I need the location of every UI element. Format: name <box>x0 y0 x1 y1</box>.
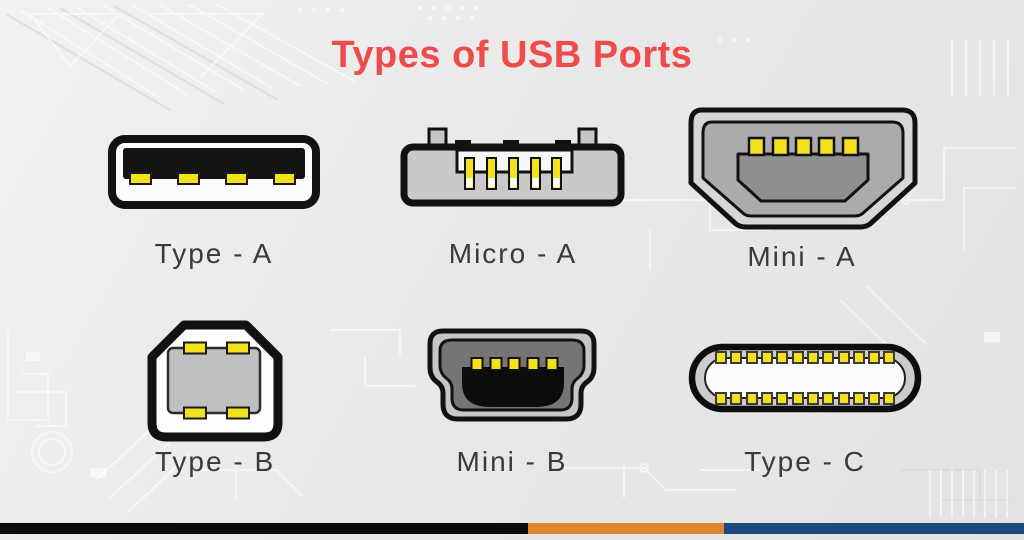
connector-label-micro-a: Micro - A <box>448 238 578 269</box>
footer-segment-blue <box>724 523 1024 534</box>
footer-segment-orange <box>528 523 724 534</box>
footer-segment-black <box>0 523 528 534</box>
connector-label-mini-b: Mini - B <box>456 446 568 477</box>
connector-type-a <box>108 135 320 209</box>
connector-type-b <box>147 320 283 442</box>
usb-type-c-illustration <box>688 343 922 413</box>
connector-label-type-b: Type - B <box>154 446 276 477</box>
connector-label-type-c: Type - C <box>744 446 866 477</box>
usb-type-a-illustration <box>108 135 320 209</box>
connector-label-type-a: Type - A <box>154 238 274 269</box>
connector-mini-b <box>426 328 598 424</box>
connector-type-c <box>688 343 922 413</box>
page-title: Types of USB Ports <box>331 34 693 76</box>
connector-micro-a <box>400 125 625 209</box>
usb-mini-b-illustration <box>427 328 597 422</box>
usb-micro-a-illustration <box>400 127 625 207</box>
connector-mini-a <box>686 107 920 231</box>
usb-mini-a-illustration <box>688 107 918 230</box>
usb-type-b-illustration <box>147 320 283 442</box>
footer-accent-bar <box>0 523 1024 534</box>
connector-label-mini-a: Mini - A <box>747 241 857 272</box>
